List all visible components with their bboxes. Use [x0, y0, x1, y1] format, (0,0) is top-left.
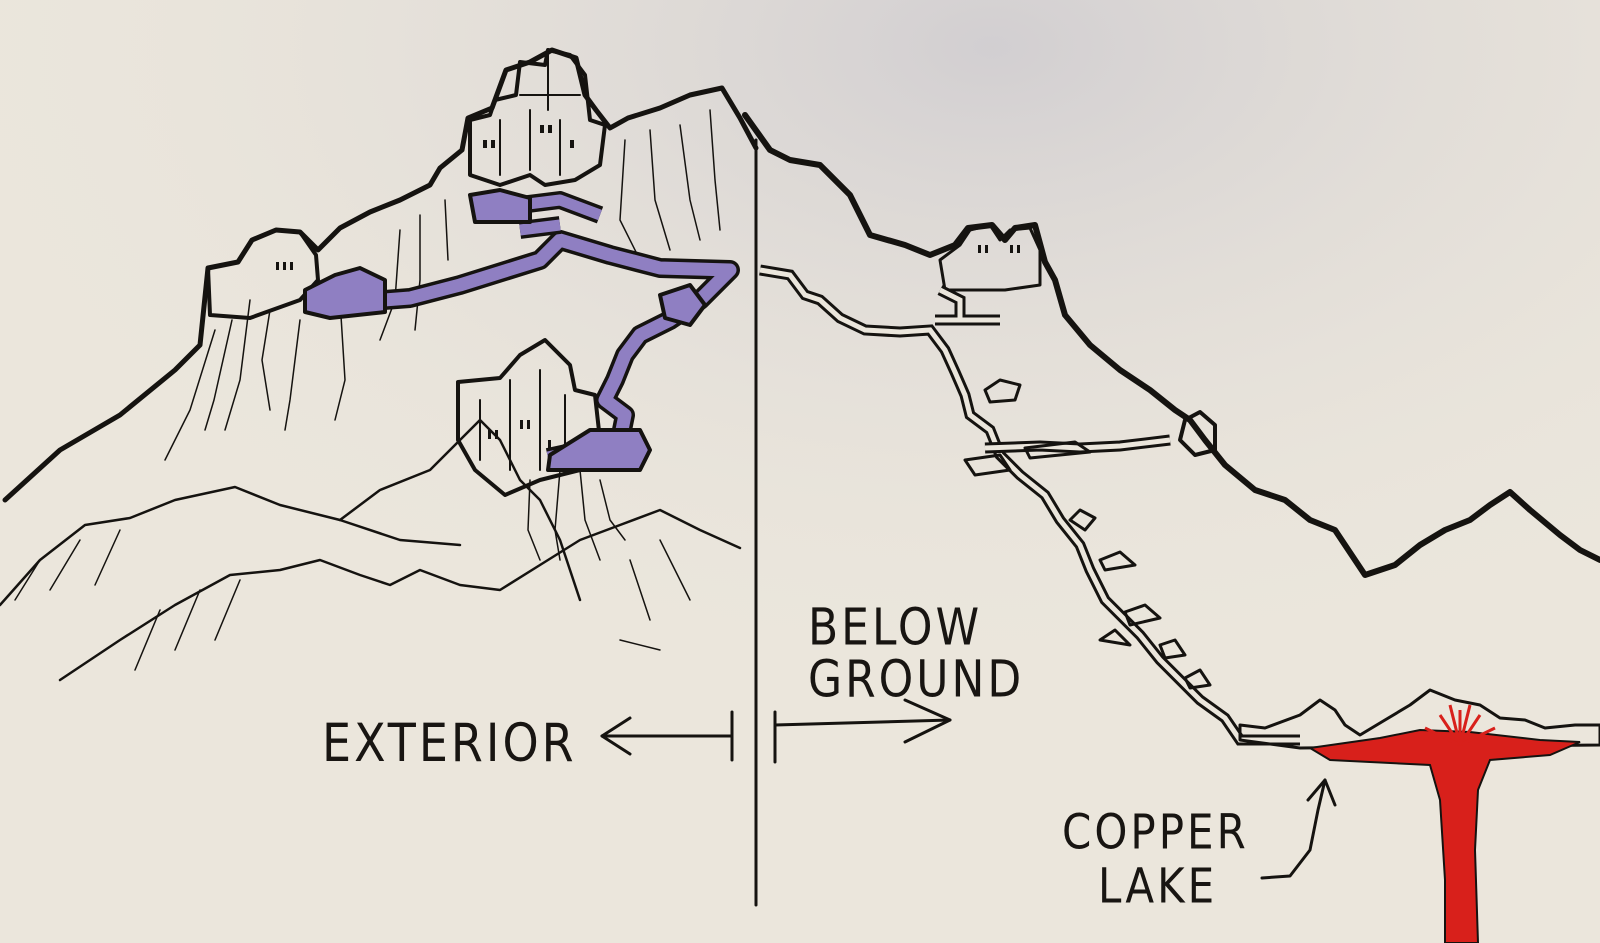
below-ground-label-line2: GROUND — [808, 650, 1025, 710]
copper-lake-cavern — [1238, 688, 1600, 943]
copper-lake-label-line2: LAKE — [1098, 857, 1218, 914]
exterior-arrow — [600, 710, 734, 762]
middle-castle — [456, 338, 602, 497]
copper-burst — [1424, 704, 1496, 747]
underground-chambers — [963, 378, 1212, 690]
upper-castle — [468, 48, 607, 187]
exterior-label: EXTERIOR — [322, 711, 577, 774]
below-ground-arrow — [773, 698, 952, 764]
underground-tunnels — [759, 264, 1300, 746]
exterior-mountain — [0, 47, 759, 682]
left-hilltop-buildings — [206, 228, 320, 320]
copper-lake-pointer-arrow — [1260, 778, 1337, 880]
below-ground-label-line1: BELOW — [808, 598, 983, 658]
below-ground-surface — [742, 112, 1600, 578]
copper-lake-label-line1: COPPER — [1062, 803, 1249, 860]
exterior-tunnels — [303, 188, 740, 472]
